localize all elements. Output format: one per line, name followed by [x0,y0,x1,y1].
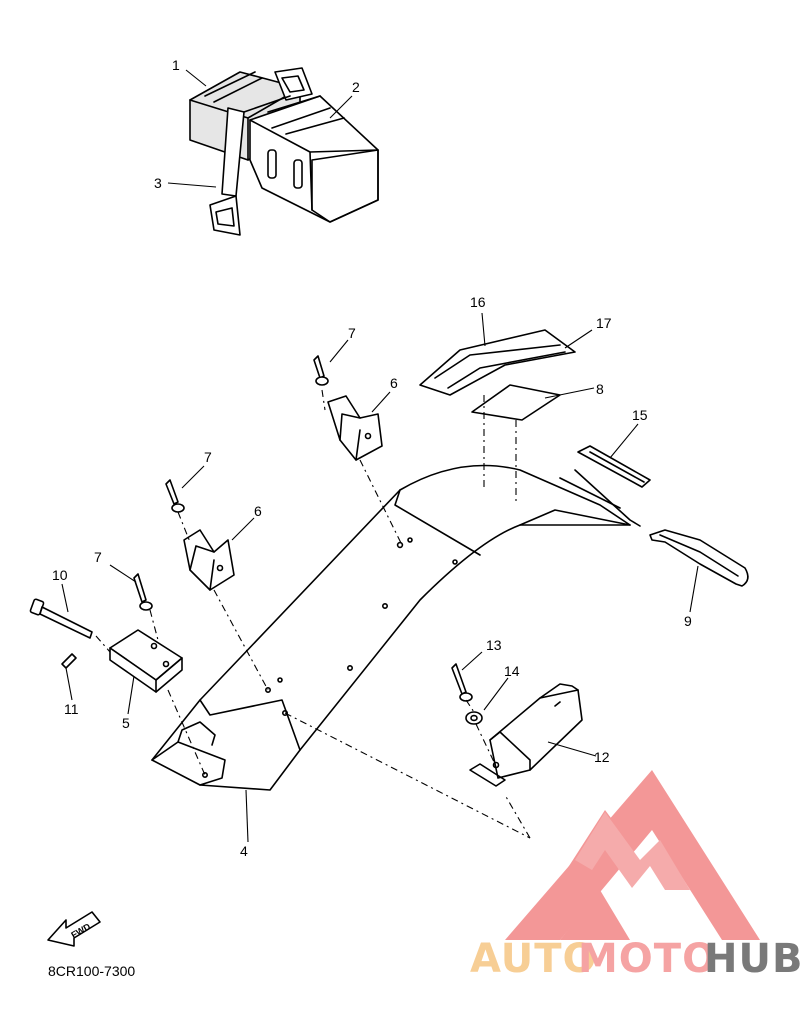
callout-9: 9 [684,613,692,629]
part-15-strip [577,445,651,488]
part-13-screw [451,663,473,702]
part-5-hinge [109,629,183,693]
part-7-screw-low [133,573,153,611]
callout-6-mid: 6 [254,503,262,519]
callout-1: 1 [172,57,180,73]
callout-3: 3 [154,175,162,191]
callout-2: 2 [352,79,360,95]
part-6-bracket-mid [183,529,235,591]
callout-10: 10 [52,567,68,583]
callout-11: 11 [64,701,79,717]
part-9-rod [559,469,749,587]
part-12-bracket [469,683,583,787]
logo-text-hub: HUB [704,936,800,982]
callout-8: 8 [596,381,604,397]
part-14-washer [465,711,483,725]
part-6-bracket-top [327,395,383,461]
callout-5: 5 [122,715,130,731]
callout-12: 12 [594,749,610,765]
diagram-code: 8CR100-7300 [48,963,135,979]
logo-text-auto: AUTO [470,936,598,982]
part-3-strap [209,67,313,236]
part-4-fender [151,464,631,791]
callout-numbers: 1 2 3 16 17 7 6 8 15 7 6 7 10 9 11 5 13 … [52,57,692,859]
part-2-cover [249,95,379,223]
part-16-17-labels [419,329,576,396]
logo-text-moto: MOTO [578,936,717,982]
logo-m-shape [575,812,690,890]
part-7-screw-top [313,355,329,386]
callout-6-top: 6 [390,375,398,391]
part-11-pin [61,653,77,669]
part-10-bolt [29,598,93,639]
callout-14: 14 [504,663,520,679]
callout-7-top: 7 [348,325,356,341]
callout-15: 15 [632,407,648,423]
callout-17: 17 [596,315,612,331]
part-7-screw-mid [165,479,185,513]
logo-triangle-outer [505,770,760,940]
callout-13: 13 [486,637,502,653]
callout-7-mid: 7 [204,449,212,465]
alignment-lines [95,389,531,839]
leaders-main [61,312,699,843]
callout-7-low: 7 [94,549,102,565]
fwd-arrow-icon: FWD [47,911,101,947]
callout-16: 16 [470,294,486,310]
leaders-top [167,69,353,188]
automotohub-logo: AUTO MOTO HUB [470,770,800,982]
part-8-label [471,384,561,421]
callout-4: 4 [240,843,248,859]
